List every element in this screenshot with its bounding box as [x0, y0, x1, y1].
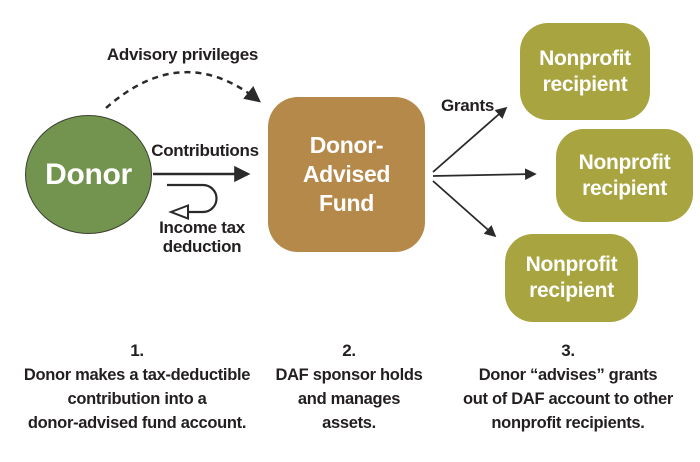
income-tax-open-arrowhead [168, 204, 189, 220]
donor-label: Donor [45, 157, 132, 191]
grants-label: Grants [441, 96, 494, 115]
advisory-privileges-arrow [105, 71, 261, 109]
nonprofit-recipient-node-2: Nonprofit recipient [556, 129, 693, 222]
caption-1-number: 1. [130, 341, 144, 360]
caption-3-number: 3. [561, 341, 575, 360]
grants-arrow-bottom [432, 180, 497, 238]
nonprofit-label-2: Nonprofit recipient [578, 150, 671, 200]
donor-node: Donor [25, 115, 152, 234]
grants-arrow-top [432, 106, 508, 173]
daf-label: Donor- Advised Fund [302, 132, 391, 216]
donor-advised-fund-node: Donor- Advised Fund [268, 97, 425, 252]
nonprofit-label-1: Nonprofit recipient [539, 46, 631, 96]
nonprofit-label-3: Nonprofit recipient [525, 253, 618, 302]
caption-2-number: 2. [342, 341, 356, 360]
caption-step-2: 2. DAF sponsor holds and manages assets. [270, 339, 428, 435]
contributions-label: Contributions [151, 141, 259, 160]
caption-step-1: 1. Donor makes a tax-deductible contribu… [23, 341, 251, 432]
advisory-privileges-label: Advisory privileges [106, 45, 259, 64]
income-tax-return-arrow [167, 183, 218, 214]
income-tax-deduction-label: Income tax deduction [159, 218, 245, 256]
grants-arrow-middle [432, 168, 537, 181]
caption-step-3: 3. Donor “advises” grants out of DAF acc… [457, 339, 679, 435]
nonprofit-recipient-node-1: Nonprofit recipient [520, 23, 650, 120]
nonprofit-recipient-node-3: Nonprofit recipient [505, 234, 638, 322]
